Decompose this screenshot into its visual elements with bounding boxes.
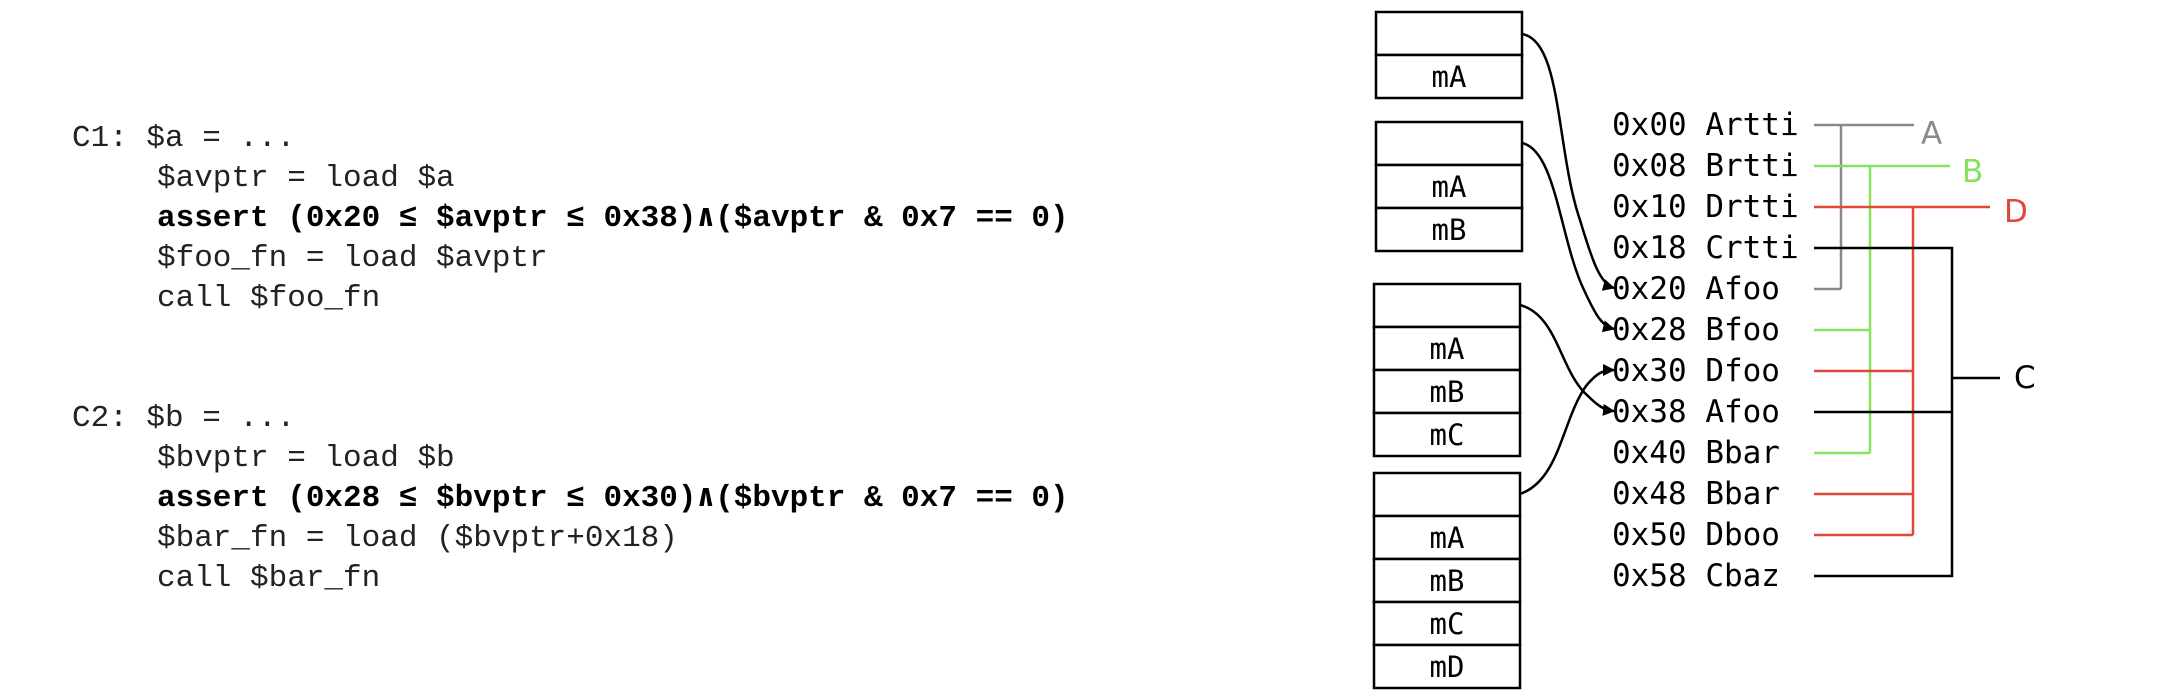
vtable-entry: 0x30 Dfoo bbox=[1612, 353, 1780, 389]
object-c-cell-2 bbox=[1372, 411, 1522, 458]
vtable-entry: 0x38 Afoo bbox=[1612, 394, 1780, 430]
class-b-bracket: B bbox=[1814, 154, 1983, 455]
vtable-entry: 0x08 Brtti bbox=[1612, 148, 1799, 184]
object-d-vptr-cell bbox=[1372, 471, 1522, 518]
object-d-cell-1 bbox=[1372, 557, 1522, 604]
class-c-label: C bbox=[2014, 360, 2036, 396]
object-c-cell-0-label: mA bbox=[1430, 332, 1465, 366]
object-d-cell-2-label: mC bbox=[1430, 607, 1465, 641]
c1-line-4: $foo_fn = load $avptr bbox=[157, 241, 548, 276]
object-a-vptr-arrow bbox=[1521, 32, 1615, 291]
class-d-label: D bbox=[2004, 194, 2028, 230]
c1-assert-line: assert (0x20 ≤ $avptr ≤ 0x38)∧($avptr & … bbox=[157, 201, 1069, 236]
object-b: mA mB bbox=[1374, 120, 1524, 253]
object-d: mA mB mC mD bbox=[1372, 471, 1522, 690]
object-c: mA mB mC bbox=[1372, 282, 1522, 458]
object-d-cell-0-label: mA bbox=[1430, 521, 1465, 555]
c2-line-1: C2: $b = ... bbox=[72, 401, 295, 436]
class-b-label: B bbox=[1962, 154, 1983, 190]
class-b-bracket-lines bbox=[1814, 164, 1950, 455]
object-b-cell-1 bbox=[1374, 206, 1524, 253]
vtable-entry: 0x10 Drtti bbox=[1612, 189, 1799, 225]
object-d-cell-1-label: mB bbox=[1430, 564, 1465, 598]
object-d-vptr-arrow bbox=[1519, 364, 1615, 496]
vtable-entry: 0x48 Bbar bbox=[1612, 476, 1780, 512]
object-b-vptr-arrow bbox=[1521, 141, 1615, 333]
object-b-vptr-cell bbox=[1374, 120, 1524, 167]
object-d-cell-3-label: mD bbox=[1430, 650, 1465, 684]
class-c-bracket: C bbox=[1814, 246, 2036, 578]
vtable-entry: 0x00 Artti bbox=[1612, 107, 1799, 143]
vtable-entry: 0x50 Dboo bbox=[1612, 517, 1780, 553]
c1-line-5: call $foo_fn bbox=[157, 281, 380, 316]
object-d-cell-3 bbox=[1372, 643, 1522, 690]
code-listing: C1: $a = ... $avptr = load $a assert (0x… bbox=[72, 121, 1069, 596]
class-d-bracket: D bbox=[1814, 194, 2028, 537]
vtable-entry: 0x40 Bbar bbox=[1612, 435, 1780, 471]
vtable-entry: 0x28 Bfoo bbox=[1612, 312, 1780, 348]
object-c-vptr-cell bbox=[1372, 282, 1522, 329]
object-c-cell-2-label: mC bbox=[1430, 418, 1465, 452]
vtable-entry: 0x18 Crtti bbox=[1612, 230, 1799, 266]
vptr-arrows bbox=[1519, 32, 1615, 496]
c2-assert-line: assert (0x28 ≤ $bvptr ≤ 0x30)∧($bvptr & … bbox=[157, 481, 1069, 516]
class-d-bracket-lines bbox=[1814, 205, 1990, 537]
c2-line-4: $bar_fn = load ($bvptr+0x18) bbox=[157, 521, 678, 556]
class-a-bracket: A bbox=[1814, 116, 1942, 291]
class-c-bracket-lines bbox=[1814, 246, 2000, 578]
object-a-cell-0-label: mA bbox=[1432, 60, 1467, 94]
object-c-vptr-arrow bbox=[1519, 303, 1615, 416]
vtable-entry: 0x20 Afoo bbox=[1612, 271, 1780, 307]
object-c-cell-0 bbox=[1372, 325, 1522, 372]
vtable-entry: 0x58 Cbaz bbox=[1612, 558, 1780, 594]
vtable: 0x00 Artti 0x08 Brtti 0x10 Drtti 0x18 Cr… bbox=[1612, 107, 1799, 594]
c2-line-2: $bvptr = load $b bbox=[157, 441, 455, 476]
c1-line-2: $avptr = load $a bbox=[157, 161, 455, 196]
object-b-cell-0-label: mA bbox=[1432, 170, 1467, 204]
c2-line-5: call $bar_fn bbox=[157, 561, 380, 596]
class-a-label: A bbox=[1921, 116, 1942, 152]
object-b-cell-1-label: mB bbox=[1432, 213, 1467, 247]
object-a-cell-0 bbox=[1374, 53, 1524, 100]
c1-line-1: C1: $a = ... bbox=[72, 121, 295, 156]
object-a-vptr-cell bbox=[1374, 10, 1524, 57]
object-a: mA bbox=[1374, 10, 1524, 100]
object-c-cell-1-label: mB bbox=[1430, 375, 1465, 409]
